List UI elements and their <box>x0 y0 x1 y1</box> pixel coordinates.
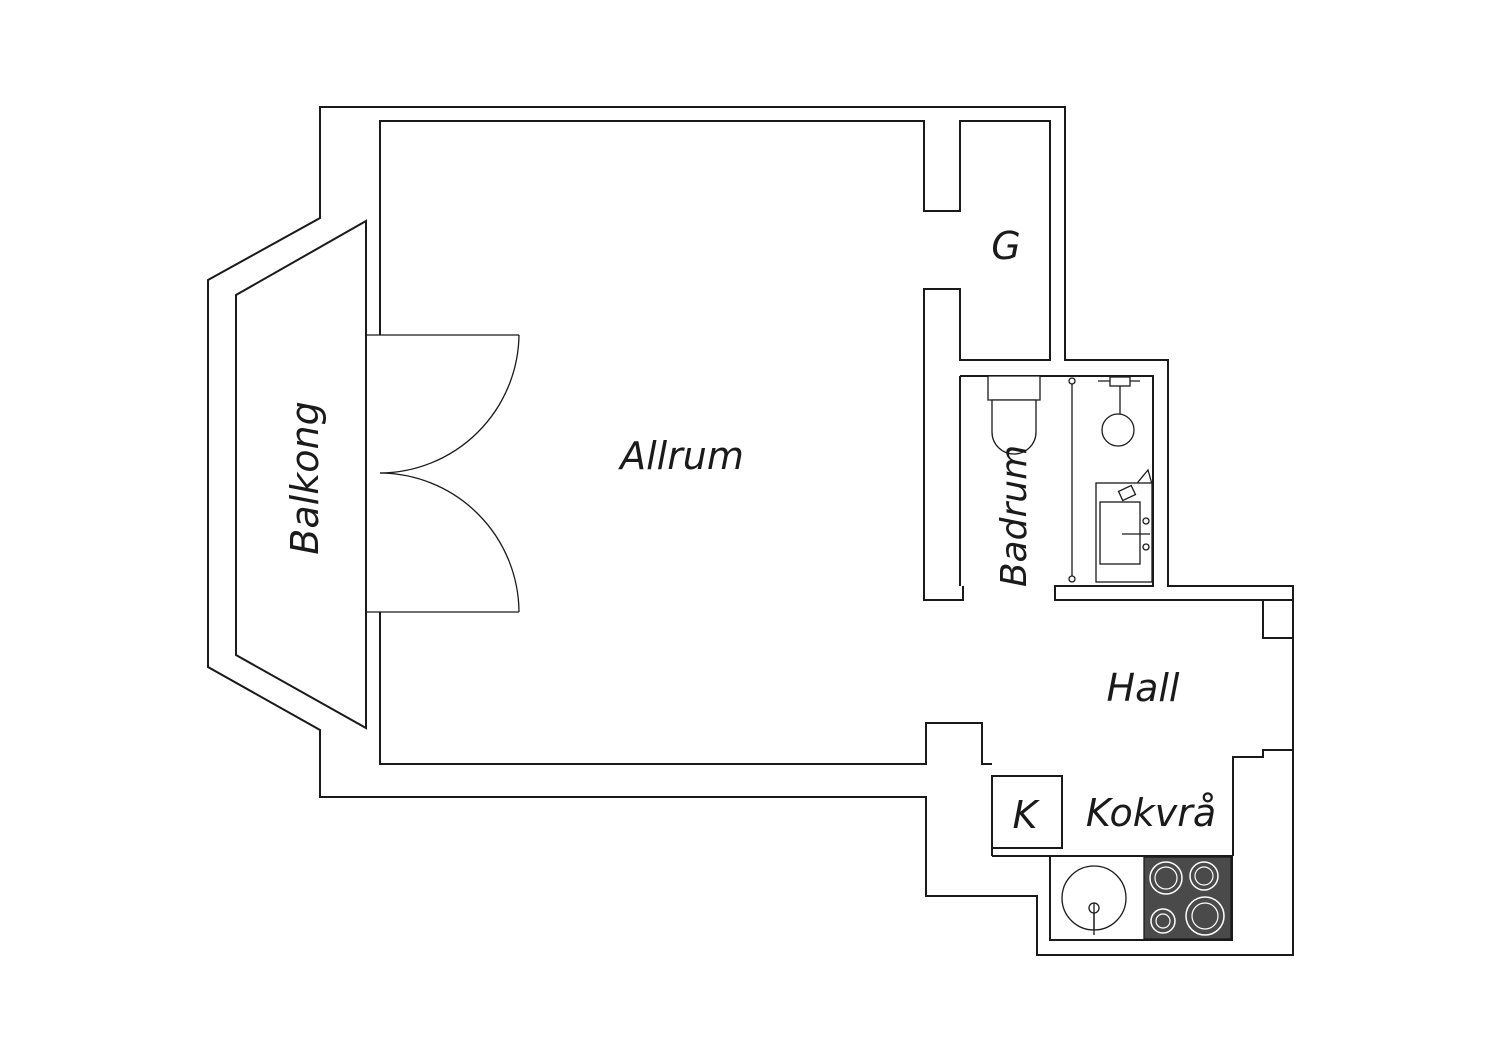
stove-icon <box>1143 856 1232 940</box>
allrum-lower-wall <box>379 612 992 765</box>
hall-walls <box>1262 600 1293 639</box>
balcony-outline <box>235 219 367 730</box>
badrum-label: Badrum <box>994 445 1035 587</box>
hall-label: Hall <box>1107 666 1180 710</box>
balkong-label: Balkong <box>283 401 327 554</box>
badrum-walls <box>960 375 1293 601</box>
hall-lower-wall <box>1232 749 1293 856</box>
sink-icon <box>1061 865 1127 935</box>
shower-icon <box>1098 376 1140 447</box>
kokvra-label: Kokvrå <box>1086 791 1216 835</box>
outer-wall <box>207 106 1294 956</box>
shower-screen <box>1068 377 1076 583</box>
kitchen-counter <box>1049 855 1233 941</box>
allrum-walls <box>379 120 1051 601</box>
toilet-icon <box>987 375 1041 455</box>
washbasin-icon <box>1095 468 1154 583</box>
garderob-label: G <box>991 224 1020 268</box>
balcony-door[interactable] <box>365 334 520 613</box>
allrum-label: Allrum <box>617 434 744 478</box>
kyl-label: K <box>1013 793 1041 837</box>
